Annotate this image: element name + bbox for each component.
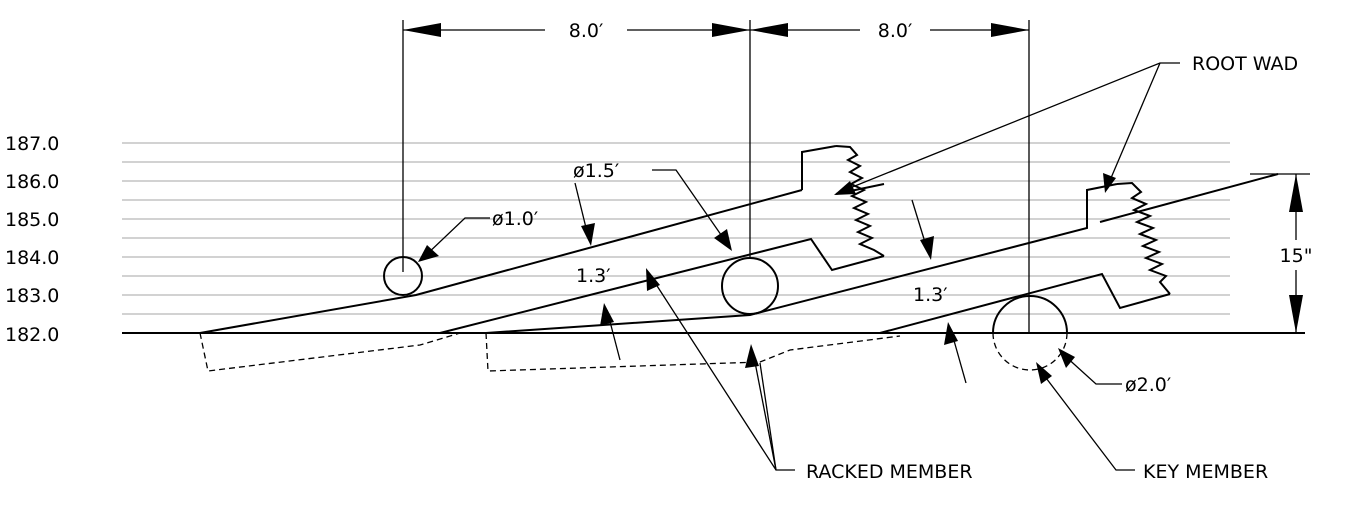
racked-member-label: RACKED MEMBER xyxy=(806,461,973,483)
elevation-label-184: 184.0 xyxy=(5,247,59,269)
root-wads xyxy=(835,145,1171,295)
arrow-dia-medium xyxy=(714,229,732,251)
arrow-racked-member-1 xyxy=(646,268,660,291)
dim-arrow-right-start xyxy=(750,23,788,37)
log-section-medium xyxy=(721,257,779,315)
offset-dimensions: 1.3′ 1.3′ xyxy=(574,182,967,384)
height-arrow-top xyxy=(1289,174,1303,212)
leader-racked-member-1 xyxy=(649,274,795,471)
elevation-label-183: 183.0 xyxy=(5,285,59,307)
height-label: 15" xyxy=(1280,245,1313,267)
leader-root-wad-1 xyxy=(839,62,1180,193)
key-member-top-edge xyxy=(879,272,1171,334)
elevation-label-182: 182.0 xyxy=(5,324,59,346)
racked-member-2-top-edge xyxy=(439,237,885,334)
height-arrow-bottom xyxy=(1289,295,1303,333)
log-section-small xyxy=(383,256,423,296)
racked-member-1-root-flange xyxy=(801,145,837,190)
racked-member-callout: RACKED MEMBER xyxy=(646,268,973,483)
racked-member-2-root-line xyxy=(1099,173,1279,223)
root-wad-1-jagged-edge xyxy=(835,145,885,257)
key-member xyxy=(879,272,1171,371)
offset-right-label: 1.3′ xyxy=(913,284,948,306)
key-member-label: KEY MEMBER xyxy=(1143,461,1268,483)
root-wad-callout: ROOT WAD xyxy=(834,53,1298,195)
spacing-right-label: 8.0′ xyxy=(878,20,913,42)
spacing-dimension: 8.0′ 8.0′ xyxy=(402,20,1030,333)
elevation-label-186: 186.0 xyxy=(5,171,59,193)
arrow-key-member xyxy=(1036,362,1052,384)
leader-dia-small xyxy=(423,217,490,258)
log-section-large-buried xyxy=(992,332,1068,371)
dim-arrow-left-start xyxy=(403,23,441,37)
racked-member-2-bottom-edge xyxy=(485,183,1118,334)
offset-left-label: 1.3′ xyxy=(576,265,611,287)
offset-left-arrow-lower xyxy=(600,303,614,326)
elevation-label-185: 185.0 xyxy=(5,209,59,231)
racked-member-2-buried-end xyxy=(485,332,901,372)
arrow-dia-large xyxy=(1058,348,1075,368)
leader-racked-member-2 xyxy=(752,351,777,471)
offset-left-arrow-upper xyxy=(581,223,595,246)
offset-right-arrow-upper xyxy=(920,236,934,260)
spacing-left-label: 8.0′ xyxy=(569,20,604,42)
dia-large-label: ø2.0′ xyxy=(1125,374,1171,396)
offset-right-arrow-lower xyxy=(944,322,958,345)
dim-arrow-right-end xyxy=(991,23,1029,37)
diameter-callouts: ø1.0′ ø1.5′ ø2.0′ xyxy=(418,160,1171,396)
racked-member-2 xyxy=(439,173,1279,372)
dim-arrow-left-end xyxy=(712,23,750,37)
arrow-dia-small xyxy=(418,245,439,262)
leader-racked-member-3 xyxy=(759,362,777,471)
racked-member-1-buried-end xyxy=(199,332,461,372)
arrow-root-wad-2 xyxy=(1103,173,1116,193)
leader-root-wad-2 xyxy=(1107,62,1161,186)
height-dimension: 15" xyxy=(1250,173,1313,333)
leader-dia-large xyxy=(1063,354,1122,385)
arrow-racked-member-2 xyxy=(745,344,759,368)
elevation-axis: 187.0 186.0 185.0 184.0 183.0 182.0 xyxy=(5,133,59,346)
leader-dia-medium xyxy=(652,169,727,243)
elevation-grid xyxy=(122,142,1230,315)
elevation-label-187: 187.0 xyxy=(5,133,59,155)
dia-medium-label: ø1.5′ xyxy=(573,160,619,182)
log-section-large xyxy=(992,295,1068,334)
root-wad-label: ROOT WAD xyxy=(1192,53,1298,75)
key-member-callout: KEY MEMBER xyxy=(1036,362,1268,483)
root-wad-2-jagged-edge xyxy=(1116,181,1171,295)
arrow-root-wad-1 xyxy=(834,181,856,195)
leader-key-member xyxy=(1039,369,1135,471)
racked-member-1 xyxy=(199,145,885,372)
dia-small-label: ø1.0′ xyxy=(492,208,538,230)
racked-member-1-top-edge xyxy=(199,189,803,334)
